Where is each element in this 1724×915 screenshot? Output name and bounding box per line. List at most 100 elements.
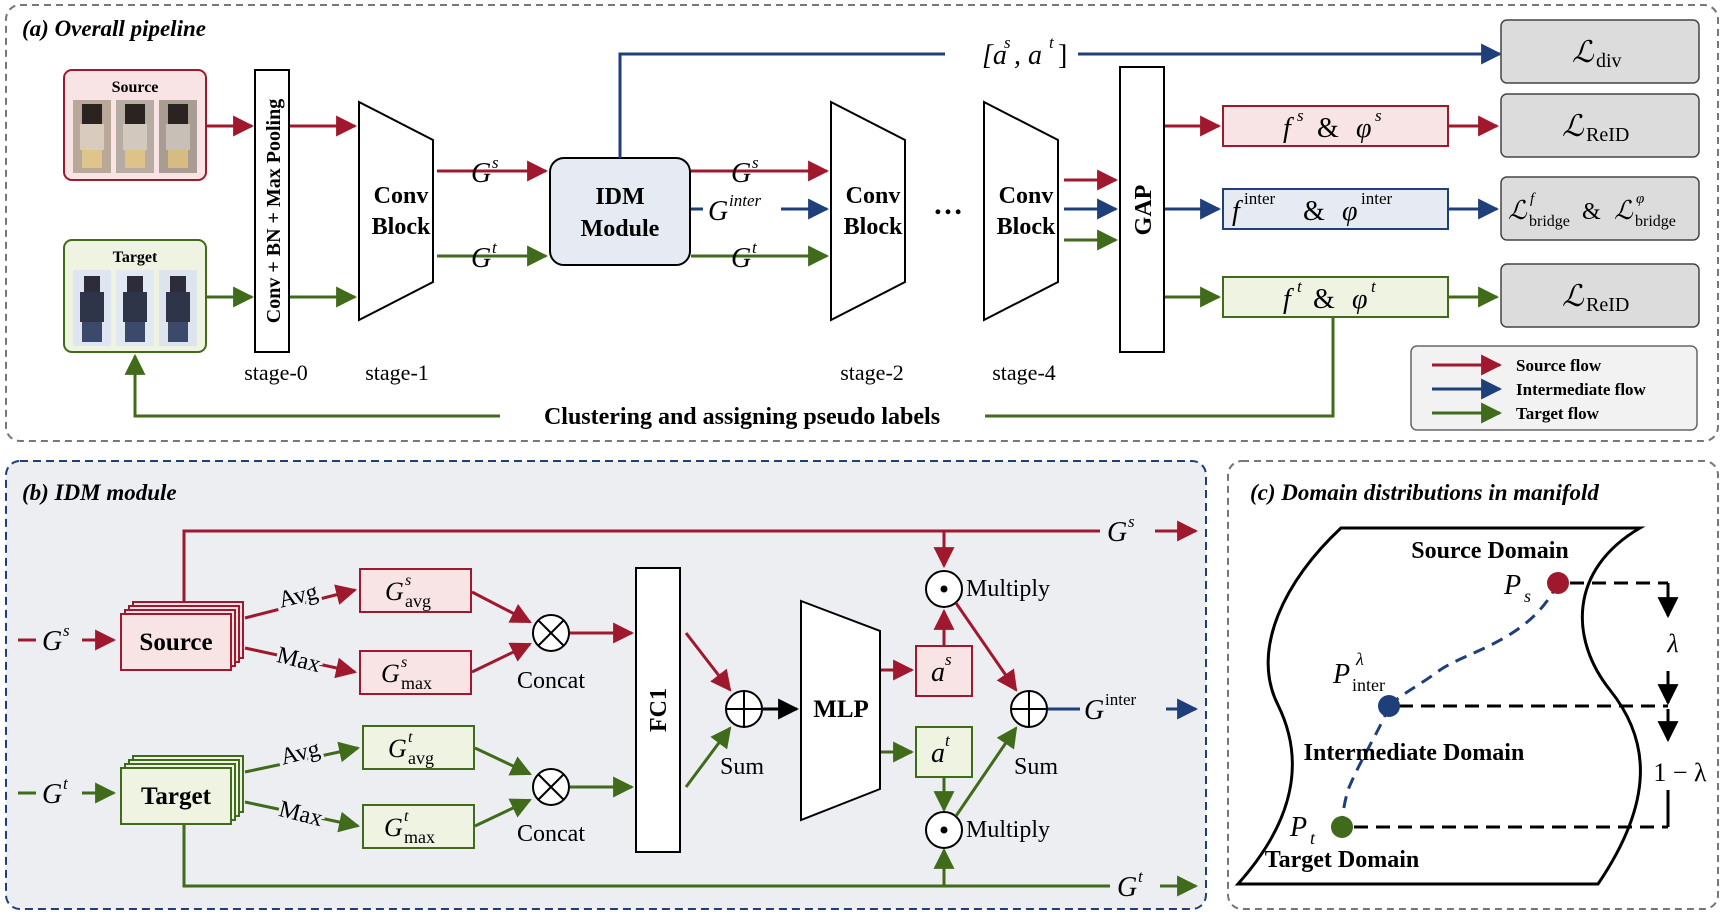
svg-text:G: G xyxy=(1107,517,1127,548)
stage-0-label: stage-0 xyxy=(244,360,308,385)
svg-text:φ: φ xyxy=(1352,284,1368,315)
svg-text:t: t xyxy=(1138,867,1144,886)
svg-text:inter: inter xyxy=(1352,675,1385,695)
conv-block-4-line2: Block xyxy=(997,214,1056,240)
svg-text:f: f xyxy=(1232,196,1243,227)
svg-text:f: f xyxy=(1283,113,1294,144)
panel-c-frame xyxy=(1227,460,1719,910)
svg-text:&: & xyxy=(1310,113,1346,144)
svg-text:G: G xyxy=(731,243,751,274)
target-person-images xyxy=(73,270,197,346)
panel-a-frame xyxy=(5,4,1719,442)
stage-1-label: stage-1 xyxy=(365,360,429,385)
gap-block xyxy=(1119,66,1165,353)
svg-text:&: & xyxy=(1576,199,1607,225)
svg-text:max: max xyxy=(401,673,432,693)
b-sum-label-2: Sum xyxy=(1014,754,1058,780)
svg-text:inter: inter xyxy=(1361,189,1392,208)
b-multiply-target-label: Multiply xyxy=(966,817,1050,843)
svg-text:]: ] xyxy=(1058,40,1067,71)
svg-text:ℒ: ℒ xyxy=(1572,36,1595,69)
point-pt xyxy=(1331,816,1353,838)
pt-label: P t xyxy=(1289,812,1316,848)
loss-reid-source-label: ℒ ReID xyxy=(1562,110,1629,146)
feature-inter-box xyxy=(1222,188,1449,230)
source-domain-label: Source Domain xyxy=(1411,538,1569,564)
b-fc1-block xyxy=(635,567,681,853)
svg-text:G: G xyxy=(708,196,728,227)
svg-text:λ: λ xyxy=(1355,649,1364,669)
b-target-feature-stack xyxy=(120,755,244,825)
b-gs-avg-box xyxy=(359,568,472,613)
b-mlp-block xyxy=(800,599,881,822)
label-g-inter-a2: G inter xyxy=(708,191,761,227)
svg-text:ReID: ReID xyxy=(1586,294,1629,316)
svg-text:s: s xyxy=(1375,106,1382,125)
svg-text:G: G xyxy=(388,734,407,763)
b-sum-icon-2 xyxy=(1010,690,1048,728)
svg-text:s: s xyxy=(1004,33,1011,52)
svg-text:inter: inter xyxy=(729,191,761,210)
idm-module-box xyxy=(549,157,691,266)
svg-text:P: P xyxy=(1289,812,1307,843)
label-g-s-a2: G s xyxy=(731,153,759,189)
svg-text:G: G xyxy=(731,158,751,189)
loss-reid-target-label: ℒ ReID xyxy=(1562,280,1629,316)
loss-bridge-label: ℒ f bridge & ℒ φ bridge xyxy=(1508,191,1676,230)
svg-text:&: & xyxy=(1296,196,1332,227)
svg-text:bridge: bridge xyxy=(1635,213,1676,230)
panel-b-title: (b) IDM module xyxy=(22,480,177,505)
idm-module-line1: IDM xyxy=(595,184,644,210)
label-g-t-a2: G t xyxy=(731,238,758,274)
panel-c-title: (c) Domain distributions in manifold xyxy=(1250,480,1599,505)
svg-text:t: t xyxy=(1371,277,1377,296)
source-input-label: Source xyxy=(112,79,159,96)
svg-text:G: G xyxy=(1084,695,1104,726)
b-as-label: a s xyxy=(931,650,952,688)
svg-text:[a: [a xyxy=(982,40,1007,71)
svg-text:ℒ: ℒ xyxy=(1562,280,1585,313)
b-concat-source-label: Concat xyxy=(517,668,585,694)
legend-target-text: Target flow xyxy=(1516,404,1600,423)
svg-text:inter: inter xyxy=(1244,189,1275,208)
feature-target-label: f t & φ t xyxy=(1283,277,1377,315)
b-sum-label-1: Sum xyxy=(720,754,764,780)
b-fc1-label: FC1 xyxy=(646,688,672,732)
b-multiply-source-icon xyxy=(925,570,963,608)
svg-text:t: t xyxy=(492,238,498,257)
svg-text:avg: avg xyxy=(408,748,434,768)
svg-text:t: t xyxy=(404,808,409,825)
svg-text:s: s xyxy=(945,650,952,669)
label-g-t-a1: G t xyxy=(471,238,498,274)
loss-bridge-box xyxy=(1500,176,1700,241)
svg-text:inter: inter xyxy=(1105,690,1136,709)
svg-text:φ: φ xyxy=(1356,113,1372,144)
svg-text:t: t xyxy=(945,731,951,750)
panel-a-title: (a) Overall pipeline xyxy=(22,16,206,41)
svg-text:G: G xyxy=(471,243,491,274)
svg-text:f: f xyxy=(1530,191,1536,207)
feature-source-box xyxy=(1222,105,1449,147)
target-domain-label: Target Domain xyxy=(1265,847,1419,873)
b-input-gt: G t xyxy=(42,774,69,810)
b-gs-max-label: G s max xyxy=(381,654,432,693)
svg-text:, a: , a xyxy=(1014,40,1042,71)
svg-text:t: t xyxy=(63,774,69,793)
svg-text:ℒ: ℒ xyxy=(1508,196,1528,225)
conv-block-1-line2: Block xyxy=(372,214,431,240)
b-input-gs: G s xyxy=(42,621,70,657)
svg-text:φ: φ xyxy=(1636,191,1644,207)
conv-block-2 xyxy=(830,100,906,322)
svg-text:ℒ: ℒ xyxy=(1562,110,1585,143)
loss-div-box xyxy=(1500,19,1700,84)
conv-block-1 xyxy=(358,100,434,322)
idm-module-line2: Module xyxy=(581,216,660,242)
b-output-gs: G s xyxy=(1107,512,1135,548)
ellipsis: … xyxy=(933,188,963,221)
label-g-s-a1: G s xyxy=(471,153,499,189)
b-gt-max-box xyxy=(362,804,475,849)
conv-block-4 xyxy=(983,100,1059,322)
b-gt-max-label: G t max xyxy=(384,808,435,847)
b-gs-max-box xyxy=(359,650,472,695)
